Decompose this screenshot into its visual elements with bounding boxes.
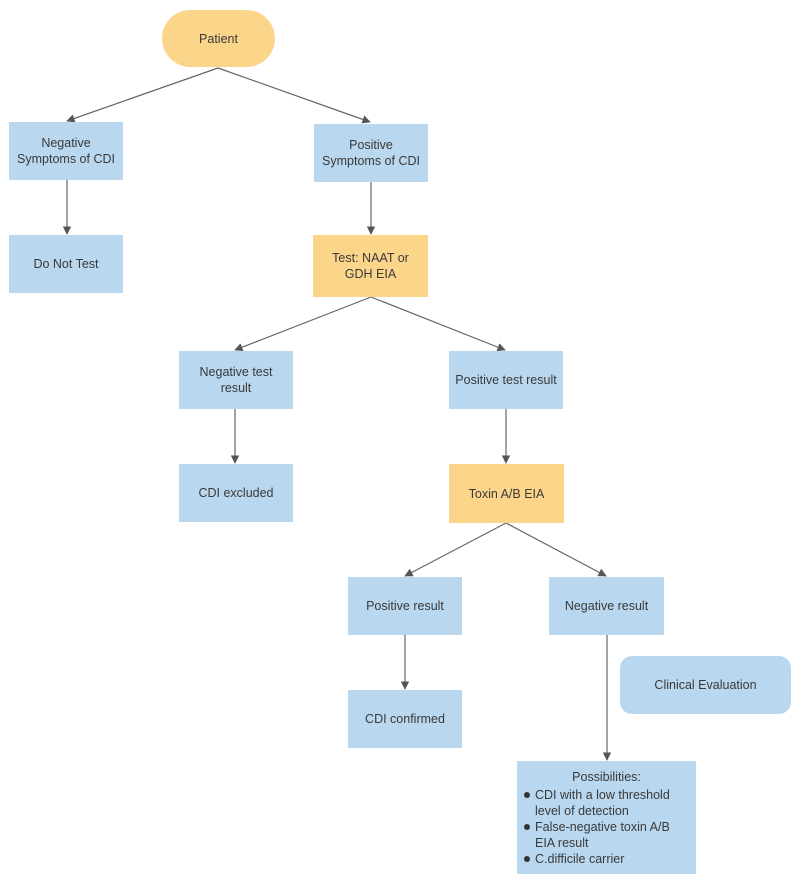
node-positive-result: Positive result bbox=[348, 577, 462, 635]
possibilities-title: Possibilities: bbox=[572, 770, 641, 784]
node-negative-result: Negative result bbox=[549, 577, 664, 635]
node-test: Test: NAAT or GDH EIA bbox=[313, 235, 428, 297]
node-negative-test-result-label: Negative test result bbox=[199, 365, 273, 395]
node-do-not-test: Do Not Test bbox=[9, 235, 123, 293]
possibility-item: CDI with a low threshold level of detect… bbox=[524, 787, 690, 819]
node-possibilities: Possibilities: CDI with a low threshold … bbox=[517, 761, 696, 874]
edge-patient-to-positive-symptoms bbox=[217, 67, 371, 124]
edge-toxin-to-negative-result bbox=[505, 522, 607, 577]
node-patient-label: Patient bbox=[199, 31, 238, 46]
possibility-item: C.difficile carrier bbox=[524, 851, 690, 867]
possibilities-list: CDI with a low threshold level of detect… bbox=[523, 787, 690, 867]
node-do-not-test-label: Do Not Test bbox=[33, 257, 99, 271]
node-positive-test-result-label: Positive test result bbox=[455, 373, 557, 387]
node-clinical-evaluation-label: Clinical Evaluation bbox=[654, 678, 757, 692]
node-test-label: Test: NAAT or GDH EIA bbox=[332, 251, 409, 281]
edge-test-to-negative-test-result bbox=[234, 296, 372, 352]
node-cdi-excluded: CDI excluded bbox=[179, 464, 293, 522]
node-positive-symptoms: Positive Symptoms of CDI bbox=[314, 124, 428, 182]
node-negative-symptoms-label: Negative Symptoms of CDI bbox=[17, 136, 115, 166]
possibility-item: False-negative toxin A/B EIA result bbox=[524, 819, 690, 851]
edge-patient-to-negative-symptoms bbox=[66, 67, 219, 123]
node-negative-test-result: Negative test result bbox=[179, 351, 293, 409]
edge-test-to-positive-test-result bbox=[370, 296, 506, 352]
node-patient: Patient bbox=[162, 10, 275, 67]
edge-toxin-to-positive-result bbox=[404, 522, 507, 577]
node-positive-symptoms-label: Positive Symptoms of CDI bbox=[322, 138, 420, 168]
node-toxin: Toxin A/B EIA bbox=[449, 464, 564, 523]
node-positive-test-result: Positive test result bbox=[449, 351, 563, 409]
node-clinical-evaluation: Clinical Evaluation bbox=[620, 656, 791, 714]
node-negative-result-label: Negative result bbox=[564, 599, 649, 613]
node-negative-symptoms: Negative Symptoms of CDI bbox=[9, 122, 123, 180]
node-positive-result-label: Positive result bbox=[366, 599, 444, 613]
node-toxin-label: Toxin A/B EIA bbox=[468, 486, 545, 501]
node-cdi-confirmed: CDI confirmed bbox=[348, 690, 462, 748]
node-cdi-confirmed-label: CDI confirmed bbox=[365, 712, 445, 726]
node-cdi-excluded-label: CDI excluded bbox=[198, 486, 274, 500]
